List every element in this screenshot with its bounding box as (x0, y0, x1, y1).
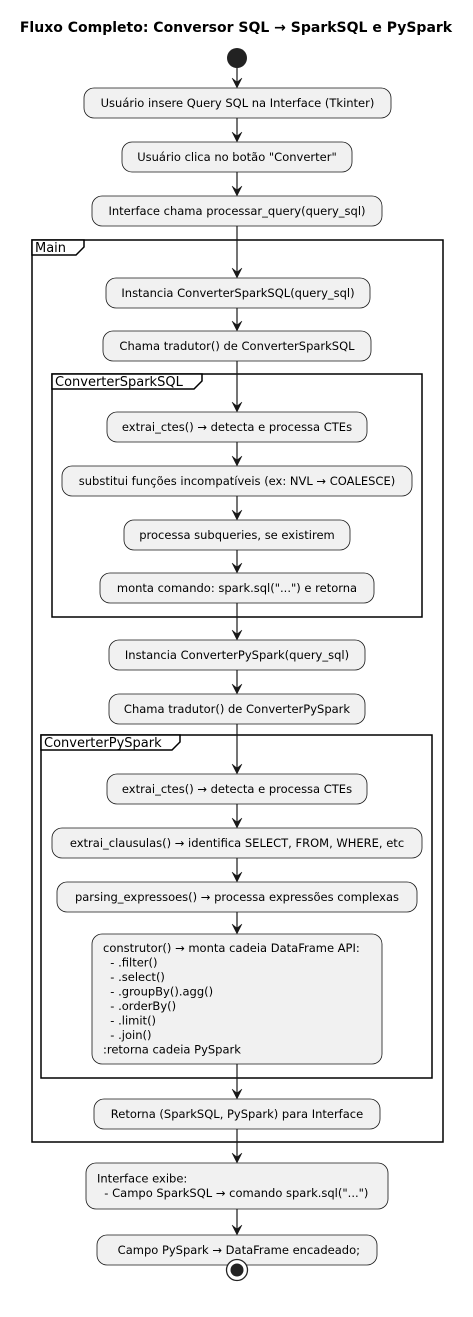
flow-arrow (231, 724, 243, 775)
activity-n8: processa subqueries, se existirem (123, 519, 351, 551)
activity-n16: Retorna (SparkSQL, PySpark) para Interfa… (93, 1098, 381, 1130)
activity-text: extrai_ctes() → detecta e processa CTEs (122, 782, 352, 796)
frame-label: ConverterPySpark (44, 736, 162, 751)
flow-arrow (231, 1209, 243, 1236)
flow-arrow (231, 226, 243, 279)
flow-arrow (231, 858, 243, 883)
activity-text: Instancia ConverterSparkSQL(query_sql) (121, 286, 354, 300)
flow-arrow (231, 804, 243, 829)
end-node (225, 1258, 249, 1282)
activity-n18: Campo PySpark → DataFrame encadeado; (96, 1234, 378, 1266)
flow-arrow (231, 361, 243, 413)
activity-text: extrai_clausulas() → identifica SELECT, … (70, 836, 404, 850)
activity-n7: substitui funções incompatíveis (ex: NVL… (61, 465, 413, 497)
activity-n3: Interface chama processar_query(query_sq… (91, 195, 383, 227)
activity-text: Usuário clica no botão "Converter" (137, 150, 337, 164)
activity-text: :retorna cadeia PySpark (103, 1043, 241, 1057)
activity-text: Chama tradutor() de ConverterPySpark (124, 702, 350, 716)
activity-n12: extrai_ctes() → detecta e processa CTEs (106, 773, 368, 805)
start-node (227, 48, 247, 68)
flow-arrow (231, 1064, 243, 1100)
activity-n1: Usuário insere Query SQL na Interface (T… (83, 87, 392, 119)
frame-label: Main (35, 241, 66, 256)
activity-text: Campo PySpark → DataFrame encadeado; (114, 1243, 360, 1257)
activity-text: Usuário insere Query SQL na Interface (T… (101, 96, 375, 110)
activity-text: processa subqueries, se existirem (139, 528, 334, 542)
activity-text: - Campo SparkSQL → comando spark.sql("..… (97, 1186, 368, 1200)
activity-text: Interface exibe: (97, 1172, 187, 1186)
activity-text: monta comando: spark.sql("...") e retorn… (117, 581, 357, 595)
activity-n14: parsing_expressoes() → processa expressõ… (56, 881, 418, 913)
activity-text: - .groupBy().agg() (103, 985, 213, 999)
activity-text: - .limit() (103, 1014, 156, 1028)
nodes-layer: Usuário insere Query SQL na Interface (T… (51, 87, 423, 1266)
activity-n10: Instancia ConverterPySpark(query_sql) (108, 639, 366, 671)
activity-text: Chama tradutor() de ConverterSparkSQL (119, 339, 355, 353)
flow-arrow (231, 118, 243, 143)
activity-n5: Chama tradutor() de ConverterSparkSQL (102, 330, 372, 362)
activity-text: - .join() (103, 1028, 151, 1042)
flow-arrow (231, 172, 243, 197)
flow-arrow (231, 670, 243, 695)
activity-text: Instancia ConverterPySpark(query_sql) (125, 648, 349, 662)
activity-text: parsing_expressoes() → processa expressõ… (75, 890, 399, 904)
activity-n17: Interface exibe: - Campo SparkSQL → coma… (85, 1162, 389, 1210)
flow-arrow (231, 550, 243, 574)
activity-text: - .orderBy() (103, 999, 176, 1013)
activity-n15: construtor() → monta cadeia DataFrame AP… (91, 933, 383, 1065)
activity-text: substitui funções incompatíveis (ex: NVL… (79, 474, 395, 488)
activity-n13: extrai_clausulas() → identifica SELECT, … (51, 827, 423, 859)
frame-label: ConverterSparkSQL (55, 375, 184, 390)
edges-layer (231, 68, 243, 1265)
activity-text: - .filter() (103, 956, 158, 970)
activity-n4: Instancia ConverterSparkSQL(query_sql) (105, 277, 371, 309)
flow-arrow (231, 912, 243, 935)
activity-text: extrai_ctes() → detecta e processa CTEs (122, 420, 352, 434)
activity-n6: extrai_ctes() → detecta e processa CTEs (106, 411, 368, 443)
activity-n9: monta comando: spark.sql("...") e retorn… (99, 572, 375, 604)
flow-arrow (231, 308, 243, 332)
activity-text: - .select() (103, 970, 165, 984)
activity-text: construtor() → monta cadeia DataFrame AP… (103, 941, 360, 955)
flow-arrow (231, 442, 243, 467)
flow-arrow (231, 603, 243, 641)
flow-arrow (231, 1129, 243, 1164)
flow-arrow (231, 496, 243, 521)
activity-n2: Usuário clica no botão "Converter" (121, 141, 353, 173)
activity-text: Interface chama processar_query(query_sq… (108, 204, 365, 218)
diagram-title: Fluxo Completo: Conversor SQL → SparkSQL… (20, 20, 453, 36)
flow-arrow (231, 68, 243, 89)
activity-n11: Chama tradutor() de ConverterPySpark (108, 693, 366, 725)
activity-text: Retorna (SparkSQL, PySpark) para Interfa… (111, 1107, 363, 1121)
